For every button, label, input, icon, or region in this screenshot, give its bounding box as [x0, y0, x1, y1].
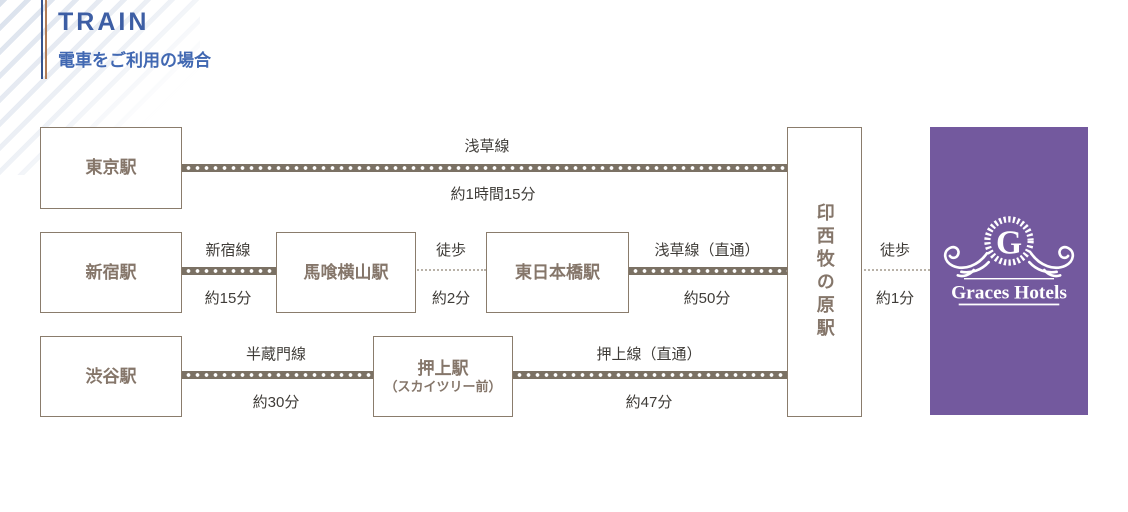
walk-label: 徒歩 — [879, 242, 911, 259]
duration-label: 約50分 — [683, 290, 731, 307]
station-box-oshiage: 押上駅 （スカイツリー前） — [373, 336, 513, 417]
station-name: 渋谷駅 — [85, 366, 137, 386]
page-title: TRAIN — [58, 8, 150, 36]
wreath-circle-icon — [984, 216, 1034, 266]
header: TRAIN 電車をご利用の場合 — [58, 8, 211, 71]
logo-rule-top — [964, 278, 1054, 280]
rail-segment-oshiage-direct — [511, 371, 787, 379]
duration-label: 約30分 — [252, 394, 300, 411]
flourish-right-icon — [1027, 245, 1075, 278]
line-name-label: 新宿線 — [205, 242, 251, 259]
hotel-monogram: G — [996, 224, 1022, 261]
page-subtitle: 電車をご利用の場合 — [58, 51, 211, 70]
line-name-label: 半蔵門線 — [245, 346, 307, 363]
graces-hotels-logo: G Graces Hotels — [943, 216, 1075, 306]
rail-segment-hanzomon — [180, 371, 373, 379]
duration-label: 約15分 — [204, 290, 252, 307]
station-box-bakuroyokoyama: 馬喰横山駅 — [276, 232, 416, 313]
station-name: 印西牧の原駅 — [814, 203, 835, 341]
hotel-destination-box: G Graces Hotels — [930, 127, 1088, 415]
rail-segment-asakusa — [180, 164, 787, 172]
station-name: 新宿駅 — [85, 262, 137, 282]
station-box-shibuya: 渋谷駅 — [40, 336, 182, 417]
station-box-tokyo: 東京駅 — [40, 127, 182, 209]
duration-label: 約1時間15分 — [450, 186, 536, 203]
walk-label: 徒歩 — [435, 242, 467, 259]
rail-segment-shinjuku-line — [180, 267, 276, 275]
line-name-label: 浅草線（直通） — [654, 242, 760, 259]
station-name: 東日本橋駅 — [515, 262, 600, 282]
station-box-shinjuku: 新宿駅 — [40, 232, 182, 313]
walk-segment-bakuro-higashi — [414, 269, 486, 271]
logo-rule-bottom — [958, 303, 1060, 306]
duration-label: 約47分 — [625, 394, 673, 411]
walk-segment-station-hotel — [860, 269, 930, 271]
station-box-higashinihombashi: 東日本橋駅 — [486, 232, 629, 313]
duration-label: 約2分 — [431, 290, 471, 307]
flourish-left-icon — [943, 245, 991, 278]
duration-label: 約1分 — [875, 290, 915, 307]
header-rule-blue — [41, 0, 43, 79]
header-rule-brown — [45, 0, 47, 79]
station-name: 東京駅 — [85, 158, 137, 178]
station-name: 馬喰横山駅 — [303, 262, 389, 282]
station-box-inzaimakinohara: 印西牧の原駅 — [787, 127, 862, 417]
rail-segment-asakusa-direct — [627, 267, 787, 275]
line-name-label: 浅草線 — [464, 138, 510, 155]
line-name-label: 押上線（直通） — [596, 346, 702, 363]
station-name: 押上駅 — [417, 358, 469, 378]
hotel-name: Graces Hotels — [951, 282, 1067, 303]
station-subname: （スカイツリー前） — [384, 379, 502, 394]
